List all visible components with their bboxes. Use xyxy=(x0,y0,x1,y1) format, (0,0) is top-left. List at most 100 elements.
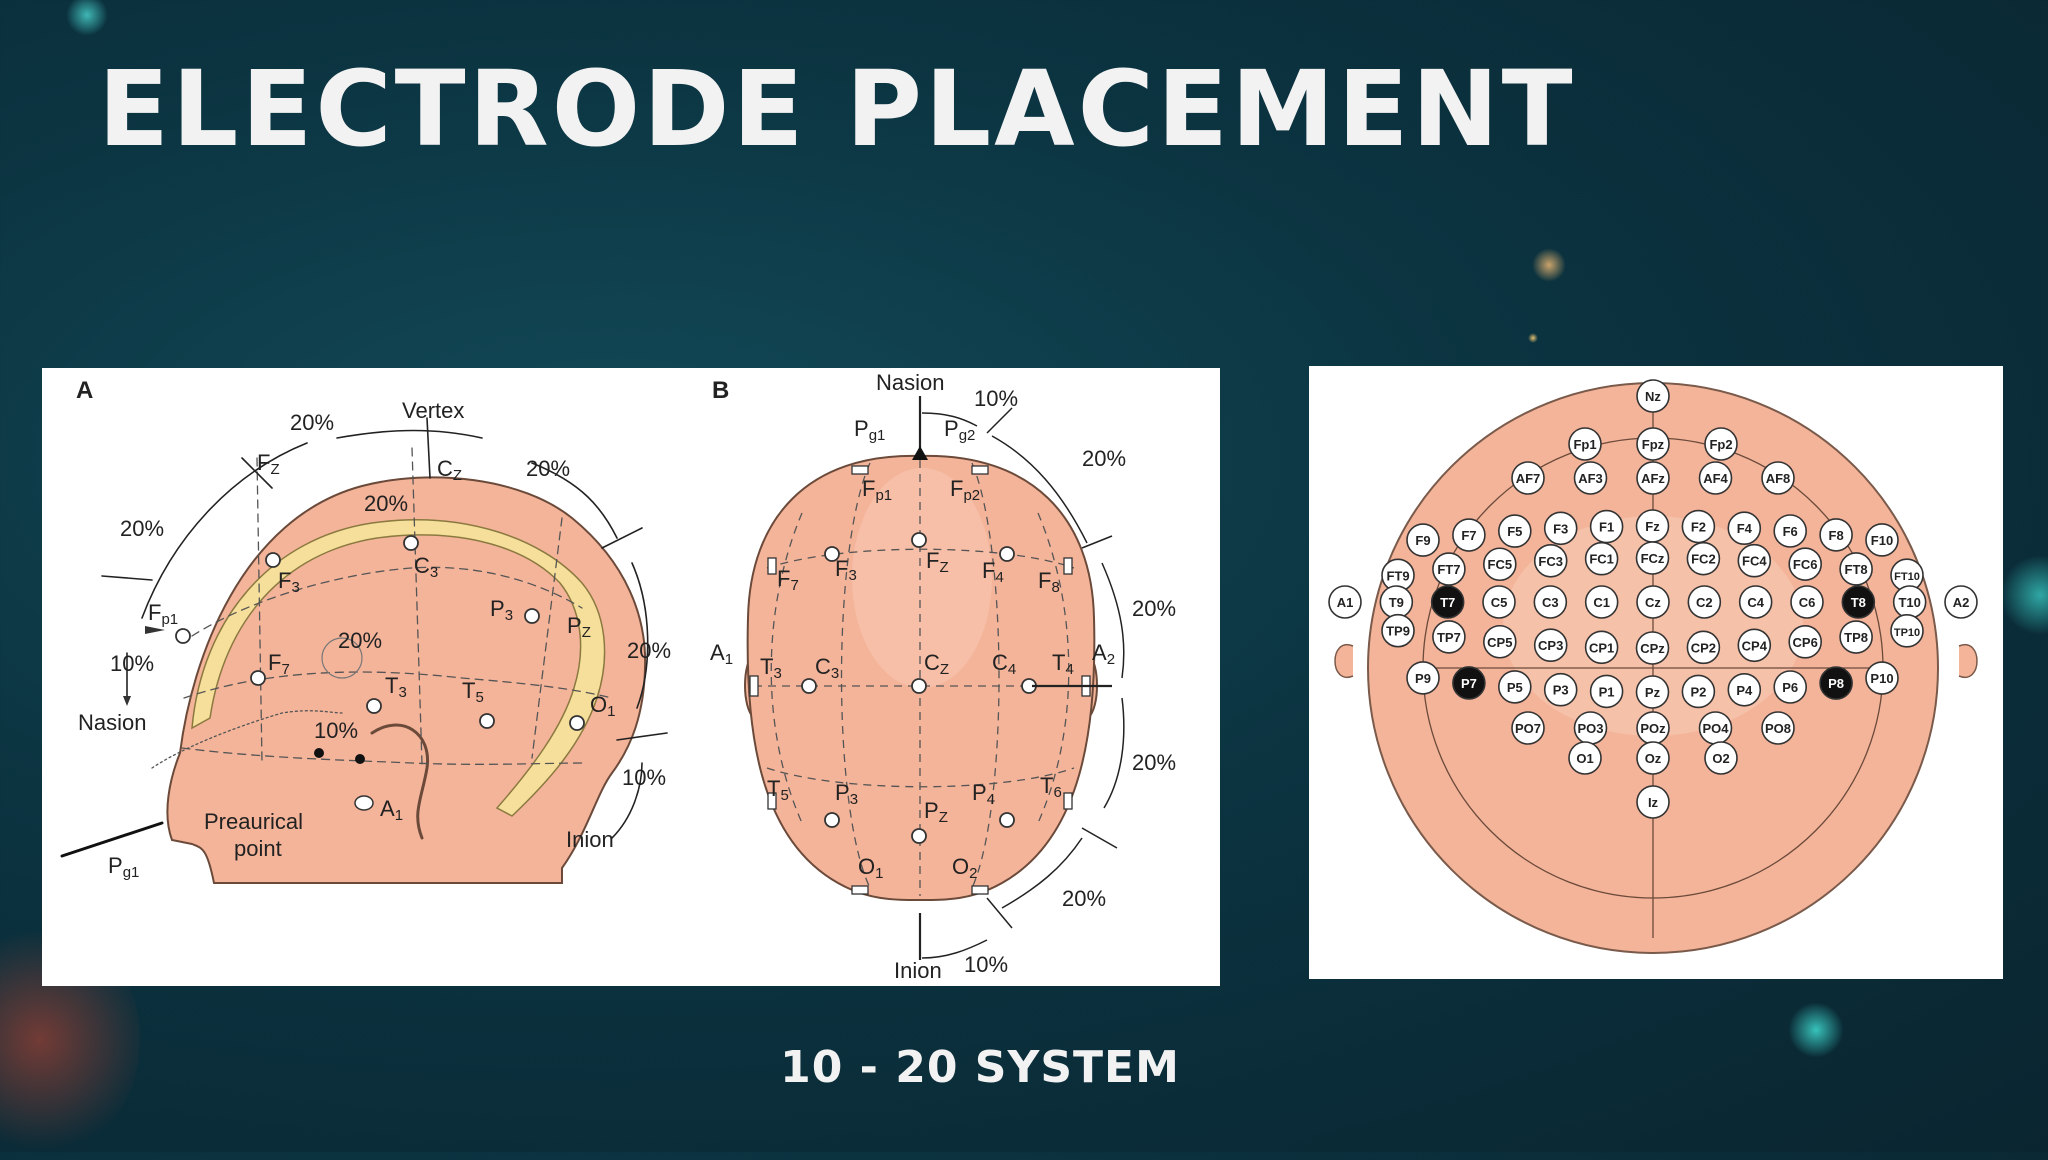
electrode-ft7: FT7 xyxy=(1432,552,1466,586)
electrode-label: TP9 xyxy=(1386,624,1410,639)
svg-text:20%: 20% xyxy=(627,638,671,663)
electrode-label: P9 xyxy=(1415,671,1431,686)
electrode-cp6: CP6 xyxy=(1788,625,1823,659)
electrode-f5: F5 xyxy=(1498,514,1532,548)
electrode-p5: P5 xyxy=(1498,670,1532,704)
bokeh-glow xyxy=(1788,1002,1844,1058)
electrode-label: Cz xyxy=(1645,595,1661,610)
electrode-poz: POz xyxy=(1636,711,1670,745)
figure-a: A xyxy=(60,377,671,884)
bokeh-glow xyxy=(1532,248,1566,282)
bokeh-glow xyxy=(2000,555,2048,635)
slide-title: ELECTRODE PLACEMENT xyxy=(98,48,1576,170)
electrode-fc2: FC2 xyxy=(1686,541,1721,576)
electrode-label: Fpz xyxy=(1642,437,1665,452)
electrode-label: FCz xyxy=(1641,551,1665,566)
electrode-cp5: CP5 xyxy=(1483,624,1517,659)
label-vertex: Vertex xyxy=(402,398,464,423)
electrode-af7: AF7 xyxy=(1511,461,1545,495)
electrode-fc4: FC4 xyxy=(1737,543,1772,578)
electrode-label: FT10 xyxy=(1894,571,1920,583)
figure-b: B xyxy=(710,370,1176,983)
electrode-cp4: CP4 xyxy=(1737,628,1772,663)
electrode-label: P3 xyxy=(1553,683,1569,698)
electrode-ft8: FT8 xyxy=(1839,552,1873,586)
electrode-label: F4 xyxy=(1737,521,1753,536)
electrode-o1: O1 xyxy=(1568,741,1602,775)
electrode-cpz: CPz xyxy=(1635,631,1670,665)
svg-text:Pg1: Pg1 xyxy=(108,853,139,881)
svg-text:20%: 20% xyxy=(338,628,382,653)
electrode-label: A1 xyxy=(1337,595,1354,610)
bokeh-glow xyxy=(1528,333,1538,343)
electrode-oz: Oz xyxy=(1636,741,1670,775)
electrode-c5: C5 xyxy=(1482,585,1516,619)
electrode-f6: F6 xyxy=(1773,514,1808,548)
ear xyxy=(370,723,430,840)
electrode-f8: F8 xyxy=(1819,518,1853,552)
electrode-label: CP5 xyxy=(1487,635,1512,650)
electrode-label: AFz xyxy=(1641,471,1665,486)
electrode-p6: P6 xyxy=(1773,670,1808,704)
svg-text:10%: 10% xyxy=(622,765,666,790)
electrode-label: P10 xyxy=(1870,671,1893,686)
electrode-label: TP7 xyxy=(1437,630,1461,645)
svg-text:CZ: CZ xyxy=(437,456,462,484)
svg-text:A2: A2 xyxy=(1092,640,1115,668)
electrode-label: F10 xyxy=(1871,533,1893,548)
electrode-label: C2 xyxy=(1696,595,1713,610)
electrode-f3: F3 xyxy=(1543,511,1578,546)
svg-text:20%: 20% xyxy=(1132,596,1176,621)
svg-text:Preaurical: Preaurical xyxy=(204,809,303,834)
electrode-c1: C1 xyxy=(1584,585,1619,619)
electrode-label: Fz xyxy=(1645,519,1660,534)
electrode-label: T8 xyxy=(1851,595,1866,610)
electrode-p1: P1 xyxy=(1589,674,1624,709)
electrode-af8: AF8 xyxy=(1761,461,1795,495)
electrode-a2: A2 xyxy=(1944,585,1978,619)
electrode-label: POz xyxy=(1640,721,1666,736)
electrode-label: CP3 xyxy=(1538,638,1563,653)
svg-text:20%: 20% xyxy=(1132,750,1176,775)
electrode-label: CP1 xyxy=(1589,640,1614,655)
svg-text:20%: 20% xyxy=(290,410,334,435)
electrode-label: FT9 xyxy=(1386,568,1409,583)
svg-text:20%: 20% xyxy=(120,516,164,541)
electrode-fc5: FC5 xyxy=(1483,547,1517,582)
electrode-a1: A1 xyxy=(1328,585,1362,619)
electrode-t9: T9 xyxy=(1379,585,1414,619)
electrode-cz: Cz xyxy=(1636,585,1670,619)
electrode-label: F5 xyxy=(1507,524,1522,539)
figure-a-label: A xyxy=(76,377,93,404)
electrode-label: PO8 xyxy=(1765,721,1791,736)
figure-b-label: B xyxy=(712,377,729,404)
skull-bone xyxy=(191,519,606,817)
electrode-label: C6 xyxy=(1799,595,1816,610)
electrode-f2: F2 xyxy=(1681,509,1716,544)
electrode-label: P2 xyxy=(1690,684,1706,699)
electrode-p10: P10 xyxy=(1865,661,1899,695)
electrode-label: CP4 xyxy=(1742,638,1768,653)
electrode-t10: T10 xyxy=(1892,585,1927,619)
electrode-cp2: CP2 xyxy=(1686,630,1721,665)
electrode-label: Nz xyxy=(1645,389,1661,404)
electrode-p3: P3 xyxy=(1543,672,1578,707)
electrode-label: Pz xyxy=(1645,685,1661,700)
electrode-c4: C4 xyxy=(1738,585,1773,619)
electrode-tp9: TP9 xyxy=(1381,613,1415,648)
electrode-ft10: FT10 xyxy=(1890,558,1924,592)
electrode-af3: AF3 xyxy=(1573,461,1608,495)
electrode-p2: P2 xyxy=(1681,674,1716,709)
electrode-label: C3 xyxy=(1542,595,1559,610)
electrode-label: P7 xyxy=(1461,676,1477,691)
electrode-po4: PO4 xyxy=(1698,711,1733,745)
electrode-fp1: Fp1 xyxy=(1568,427,1602,461)
electrode-pz: Pz xyxy=(1635,675,1670,709)
electrode-label: CPz xyxy=(1640,641,1665,656)
svg-text:20%: 20% xyxy=(364,491,408,516)
electrode-label: F2 xyxy=(1691,520,1706,535)
electrode-tp10: TP10 xyxy=(1890,614,1924,648)
electrode-c6: C6 xyxy=(1790,585,1824,619)
bokeh-glow xyxy=(66,0,108,36)
electrode-ft9: FT9 xyxy=(1381,558,1415,593)
